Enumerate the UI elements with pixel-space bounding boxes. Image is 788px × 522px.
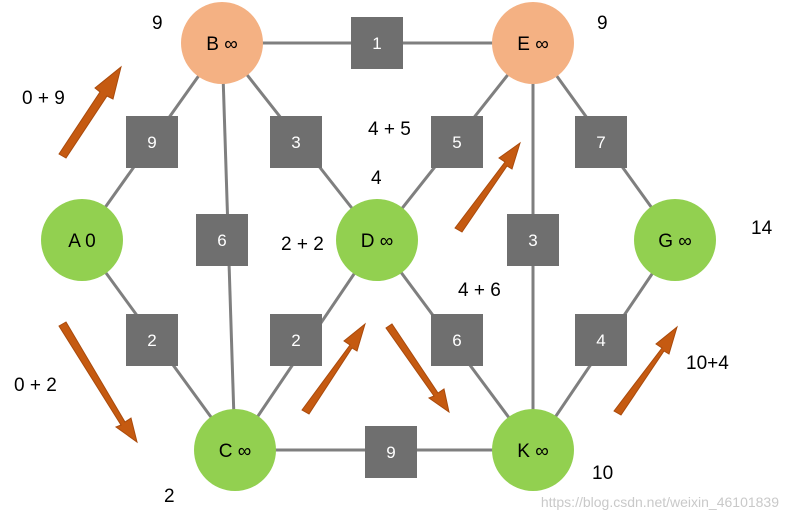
annotation-sum-BE-D: 4 + 5 <box>368 119 411 140</box>
weight-label: 6 <box>452 331 461 350</box>
annotations: 9 9 0 + 9 4 + 5 4 2 + 2 4 + 6 14 10+4 0 … <box>14 13 773 507</box>
annotation-sum-AC: 0 + 2 <box>14 375 57 396</box>
weight-B-D: 3 <box>270 116 322 168</box>
annotation-dist-D: 4 <box>371 168 382 189</box>
node-G-circle <box>634 199 716 281</box>
arrow-up-right-icon <box>454 141 521 233</box>
node-K[interactable]: K ∞ <box>492 409 574 491</box>
annotation-sum-AB: 0 + 9 <box>22 88 65 109</box>
node-B-label: B ∞ <box>206 34 238 55</box>
node-B-circle <box>181 2 263 84</box>
annotation-sum-KG: 10+4 <box>686 353 729 374</box>
annotation-dist-C: 2 <box>164 486 175 507</box>
node-G-label: G ∞ <box>658 231 692 252</box>
arrow-up-right-icon <box>301 322 366 415</box>
weight-label: 1 <box>372 34 381 53</box>
annotation-sum-DK: 4 + 6 <box>458 280 501 301</box>
node-A[interactable]: A 0 <box>41 199 123 281</box>
weight-B-C: 6 <box>196 214 248 266</box>
weight-label: 9 <box>147 133 156 152</box>
node-K-circle <box>492 409 574 491</box>
arrow-up-right-icon <box>58 65 122 159</box>
direction-arrows <box>58 65 678 444</box>
node-D-label: D ∞ <box>361 231 394 252</box>
weight-label: 6 <box>217 231 226 250</box>
node-K-label: K ∞ <box>517 441 549 462</box>
node-C[interactable]: C ∞ <box>194 409 276 491</box>
node-E[interactable]: E ∞ <box>492 2 574 84</box>
weight-G-K: 4 <box>575 314 627 366</box>
node-E-label: E ∞ <box>517 34 549 55</box>
node-D-circle <box>336 199 418 281</box>
weight-D-K: 6 <box>431 314 483 366</box>
node-G[interactable]: G ∞ <box>634 199 716 281</box>
weight-label: 4 <box>596 331 605 350</box>
annotation-dist-B: 9 <box>152 13 163 34</box>
node-A-circle <box>41 199 123 281</box>
weight-B-E: 1 <box>351 17 403 69</box>
node-B[interactable]: B ∞ <box>181 2 263 84</box>
annotation-dist-G: 14 <box>751 218 773 239</box>
weight-A-C: 2 <box>126 314 178 366</box>
weight-C-K: 9 <box>365 426 417 478</box>
edge-weights: 1 9 3 5 7 6 3 2 <box>126 17 627 478</box>
arrow-down-right-icon <box>58 321 138 444</box>
arrow-up-right-icon <box>613 325 678 416</box>
node-D[interactable]: D ∞ <box>336 199 418 281</box>
node-C-label: C ∞ <box>219 441 252 462</box>
weight-label: 2 <box>147 331 156 350</box>
weight-E-G: 7 <box>575 116 627 168</box>
weight-E-D: 5 <box>431 116 483 168</box>
weight-label: 3 <box>528 231 537 250</box>
nodes: B ∞ E ∞ A 0 D ∞ G ∞ C ∞ K ∞ <box>41 2 716 491</box>
weight-E-K: 3 <box>507 214 559 266</box>
annotation-dist-E: 9 <box>597 13 608 34</box>
weight-label: 2 <box>291 331 300 350</box>
weight-label: 5 <box>452 133 461 152</box>
arrow-down-right-icon <box>385 323 450 414</box>
weight-D-C: 2 <box>270 314 322 366</box>
watermark: https://blog.csdn.net/weixin_46101839 <box>541 494 779 510</box>
node-A-label: A 0 <box>68 231 95 252</box>
node-C-circle <box>194 409 276 491</box>
weight-label: 3 <box>291 133 300 152</box>
weight-label: 7 <box>596 133 605 152</box>
weight-label: 9 <box>386 443 395 462</box>
annotation-sum-CD: 2 + 2 <box>281 234 324 255</box>
node-E-circle <box>492 2 574 84</box>
weight-A-B: 9 <box>126 116 178 168</box>
annotation-dist-K: 10 <box>592 463 613 484</box>
